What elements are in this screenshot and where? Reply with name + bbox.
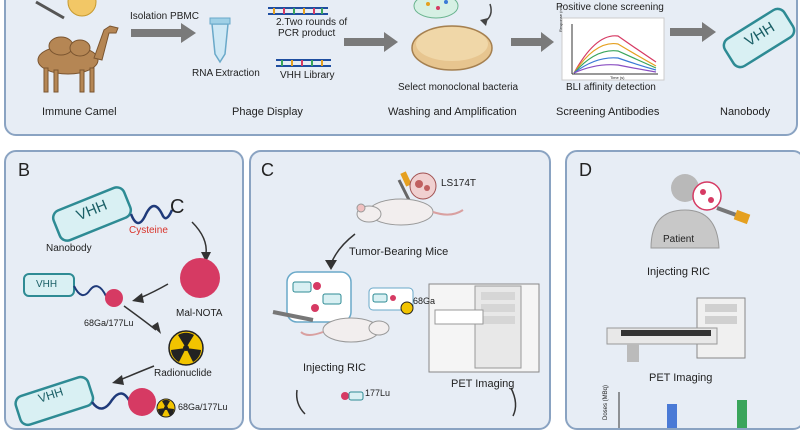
panel-d-art: [606, 174, 751, 428]
dose-chart-icon: [618, 392, 747, 428]
bli-ylabel: Response (nm): [558, 4, 563, 32]
injecting-label: Injecting RIC: [647, 266, 710, 278]
pcr-dna-icon: [268, 7, 328, 15]
washing-label: Washing and Amplification: [388, 106, 517, 118]
isolation-label: Isolation PBMC: [130, 11, 199, 22]
ga-label: 68Ga: [413, 296, 436, 306]
pet-label: PET Imaging: [649, 372, 713, 384]
radiation-icon: [168, 330, 204, 366]
cysteine-c: C: [170, 196, 185, 218]
petri-dish-icon: [411, 25, 493, 71]
arrow-down-right: [510, 387, 517, 417]
patient-label: Patient: [663, 234, 695, 245]
linker-line: [73, 285, 107, 297]
arrow-screening: [511, 32, 554, 52]
final-isotope-label: 68Ga/177Lu: [178, 402, 228, 412]
panel-letter: B: [18, 160, 31, 180]
ric-bubble-icon: [692, 181, 722, 211]
radiation-small-icon: [156, 398, 176, 418]
panel-c: C LS174T Tumor-Bearing Mice 68Ga Injecti…: [249, 150, 551, 430]
phage-display-label: Phage Display: [232, 106, 303, 118]
arrow-conjugate: [139, 283, 169, 299]
mouse-icon: [356, 198, 464, 226]
syringe-icon: [397, 171, 412, 201]
select-label: Select monoclonal bacteria: [398, 82, 519, 93]
malnota-label: Mal-NOTA: [176, 308, 223, 319]
mice-label: Tumor-Bearing Mice: [349, 246, 449, 258]
ga-bubble-icon: [368, 287, 414, 315]
screening-label: Screening Antibodies: [556, 106, 660, 118]
nanobody-label: Nanobody: [720, 106, 771, 118]
pet-scanner-icon: [428, 283, 540, 373]
library-dna-icon: [276, 59, 331, 67]
arrow-cysteine: [191, 221, 207, 255]
radionuclide-label: Radionuclide: [154, 368, 212, 379]
final-nanobody-icon: [14, 375, 95, 427]
rna-tube-icon: [209, 17, 231, 64]
injecting-label: Injecting RIC: [303, 362, 366, 374]
bli-chart-icon: [561, 17, 665, 81]
arrow-nanobody: [670, 22, 716, 42]
linker-line: [90, 392, 132, 410]
dose-label: Doses (MBq): [603, 384, 609, 420]
panel-letter: C: [261, 160, 274, 180]
nanobody-label: Nanobody: [46, 243, 92, 254]
patient-icon: [650, 174, 720, 249]
nanobody-small-icon: [23, 273, 75, 297]
syringe-icon: [35, 0, 97, 20]
pet-scanner-icon: [606, 297, 746, 362]
arrow-down-left: [295, 389, 306, 415]
rna-label: RNA Extraction: [192, 68, 260, 79]
library-label: VHH Library: [280, 70, 335, 81]
panel-a: Immune Camel Isolation PBMC RNA Extracti…: [4, 0, 798, 136]
lu-label: 177Lu: [365, 388, 391, 398]
pet-label: PET Imaging: [451, 378, 515, 390]
bli-xlabel: Time (s): [610, 75, 625, 80]
vhh-small-text: VHH: [36, 279, 58, 290]
panel-b: B VHH C Nanobody Cysteine Mal-NOTA VHH 6…: [4, 150, 244, 430]
nanobody-icon: [722, 7, 796, 69]
panel-letter: D: [579, 160, 592, 180]
positive-label: Positive clone screening: [556, 2, 664, 13]
cysteine-label: Cysteine: [129, 225, 168, 236]
camel-label: Immune Camel: [42, 106, 117, 118]
panel-b-art: [14, 186, 220, 427]
nanobody-icon: [51, 186, 133, 242]
syringe-icon: [716, 206, 751, 225]
lu-bubble-icon: [341, 391, 364, 401]
pcr-label-2: PCR product: [278, 28, 336, 39]
ric-bubble-icon: [286, 271, 352, 323]
final-nota-icon: [128, 388, 156, 416]
phage-flask-icon: [413, 0, 492, 26]
arrow-label: [123, 305, 157, 331]
mouse-icon: [300, 317, 390, 343]
panel-a-art: [35, 0, 796, 93]
panel-c-art: [272, 171, 540, 417]
bli-label: BLI affinity detection: [566, 82, 656, 93]
isotope-label: 68Ga/177Lu: [84, 318, 134, 328]
panel-d: D Patient Injecting RIC PET Imaging Dose…: [565, 150, 800, 430]
cell-dish-icon: [409, 172, 437, 200]
arrow-isolation: [131, 23, 196, 43]
pcr-label-1: 2.Two rounds of: [276, 17, 348, 28]
linker-line: [129, 204, 174, 225]
arrow-final: [119, 365, 155, 381]
arrow-phage: [344, 32, 398, 52]
mal-nota-icon: [180, 258, 220, 298]
cell-label: LS174T: [441, 178, 477, 189]
nota-small-icon: [105, 289, 123, 307]
syringe-icon: [272, 310, 314, 322]
camel-icon: [37, 25, 119, 93]
